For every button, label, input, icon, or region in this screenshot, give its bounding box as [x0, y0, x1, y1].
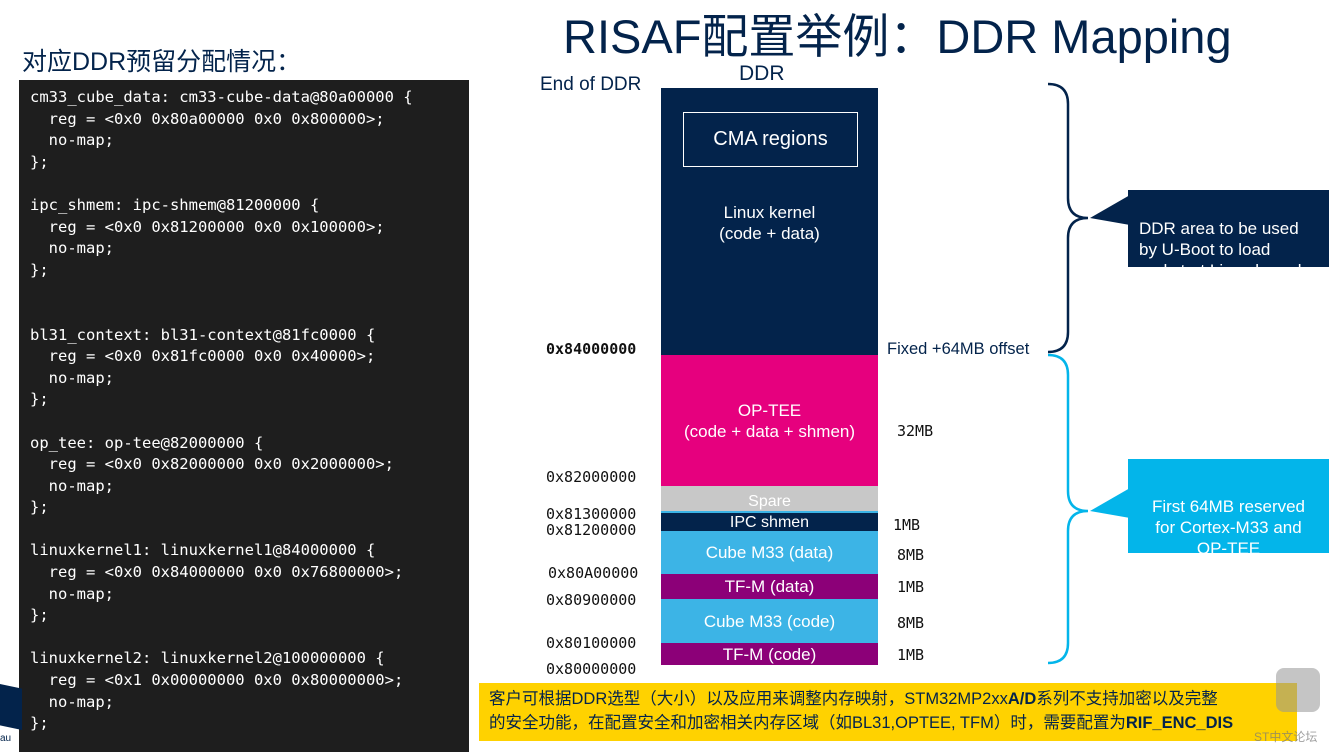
device-tree-code: cm33_cube_data: cm33-cube-data@80a00000 … [30, 88, 413, 733]
ddr-header: DDR [739, 62, 785, 85]
note-box: 客户可根据DDR选型（大小）以及应用来调整内存映射，STM32MP2xxA/D系… [479, 683, 1297, 741]
address-0x81300000: 0x81300000 [546, 505, 637, 523]
upper-callout-pointer-icon [1090, 195, 1130, 225]
note-line-1: 客户可根据DDR选型（大小）以及应用来调整内存映射，STM32MP2xxA/D系… [489, 690, 1218, 708]
address-0x81200000: 0x81200000 [546, 521, 637, 539]
st-logo-icon [0, 684, 22, 730]
size-cube-code: 8MB [897, 614, 925, 632]
address-0x80000000: 0x80000000 [546, 660, 637, 678]
linux-kernel-label: Linux kernel (code + data) [719, 203, 820, 243]
tfm-data-block: TF-M (data) [661, 574, 878, 599]
lower-brace-icon [1047, 353, 1089, 665]
address-0x84000000: 0x84000000 [546, 340, 637, 358]
tfm-code-block: TF-M (code) [661, 643, 878, 665]
uboot-area-callout: DDR area to be used by U-Boot to load an… [1128, 190, 1329, 280]
size-ipc: 1MB [893, 516, 921, 534]
spare-block: Spare [661, 486, 878, 511]
end-of-ddr-label: End of DDR [540, 74, 642, 95]
linux-kernel-block: Linux kernel (code + data) [661, 88, 878, 355]
fixed-offset-label: Fixed +64MB offset [887, 340, 1030, 358]
cube-m33-data-block: Cube M33 (data) [661, 531, 878, 574]
forum-watermark: ST中文论坛 [1254, 730, 1318, 744]
address-0x80100000: 0x80100000 [546, 634, 637, 652]
upper-brace-icon [1047, 82, 1089, 354]
page-subtitle: 对应DDR预留分配情况： [22, 48, 302, 76]
ipc-shmem-label: IPC shmen [729, 513, 810, 531]
reserved-64mb-callout: First 64MB reserved for Cortex-M33 and O… [1128, 459, 1329, 558]
brace-group-icon [1047, 82, 1130, 665]
spare-label: Spare [748, 493, 791, 510]
size-tfm-code: 1MB [897, 646, 925, 664]
uboot-area-text: DDR area to be used by U-Boot to load an… [1139, 219, 1302, 280]
cma-regions-label: CMA regions [713, 128, 828, 150]
cube-m33-code-label: Cube M33 (code) [703, 611, 836, 631]
chat-icon[interactable] [1276, 668, 1320, 712]
size-tfm-data: 1MB [897, 578, 925, 596]
device-tree-code-panel: cm33_cube_data: cm33-cube-data@80a00000 … [19, 80, 469, 752]
reserved-64mb-text: First 64MB reserved for Cortex-M33 and O… [1151, 497, 1306, 558]
ipc-shmem-block: IPC shmen [661, 511, 878, 531]
logo-caption: au [0, 733, 12, 744]
cma-regions-box: CMA regions [683, 112, 858, 167]
tfm-code-label: TF-M (code) [722, 644, 817, 664]
cube-m33-code-block: Cube M33 (code) [661, 599, 878, 643]
size-cube-data: 8MB [897, 546, 925, 564]
optee-label: OP-TEE (code + data + shmen) [683, 400, 856, 441]
tfm-data-label: TF-M (data) [724, 577, 815, 596]
address-0x80900000: 0x80900000 [546, 591, 637, 609]
optee-block: OP-TEE (code + data + shmen) [661, 355, 878, 486]
address-0x80a00000: 0x80A00000 [548, 564, 639, 582]
address-0x82000000: 0x82000000 [546, 468, 637, 486]
note-line-2: 的安全功能，在配置安全和加密相关内存区域（如BL31,OPTEE, TFM）时，… [489, 714, 1234, 732]
cube-m33-data-label: Cube M33 (data) [705, 543, 834, 562]
size-optee: 32MB [897, 422, 934, 440]
page-title: RISAF配置举例：DDR Mapping [563, 10, 1232, 63]
lower-callout-pointer-icon [1090, 488, 1130, 518]
